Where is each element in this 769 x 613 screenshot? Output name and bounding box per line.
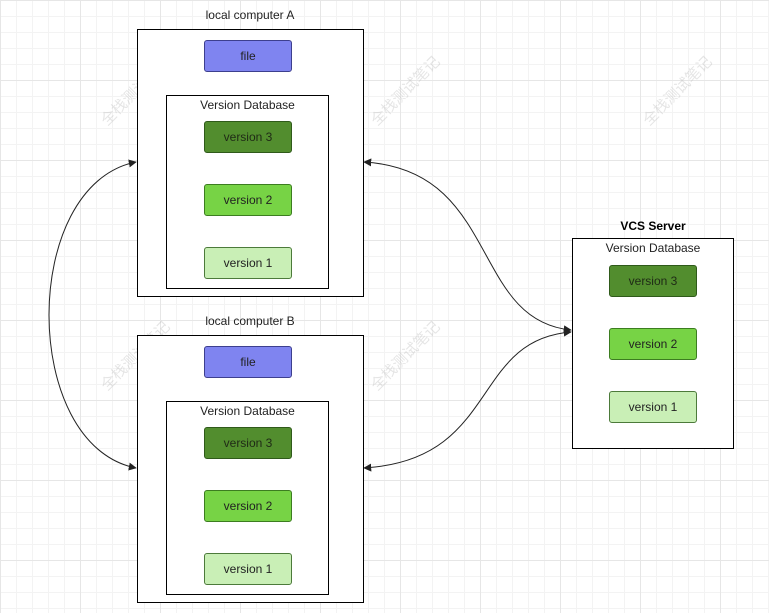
server-db-title: Version Database (605, 241, 701, 255)
computer-a-version-2: version 2 (204, 184, 292, 216)
computer-a-version-3: version 3 (204, 121, 292, 153)
watermark-text: 全栈测试笔记 (367, 317, 444, 395)
computer-b-version-3: version 3 (204, 427, 292, 459)
computer-a-db-title: Version Database (200, 98, 295, 112)
computer-b-version-1: version 1 (204, 553, 292, 585)
server-version-2: version 2 (609, 328, 697, 360)
computer-a-file-node: file (204, 40, 292, 72)
arrow-computer-a-to-computer-b (48, 159, 137, 471)
watermark-text: 全栈测试笔记 (639, 52, 716, 130)
computer-b-file-node: file (204, 346, 292, 378)
computer-b-db-title: Version Database (200, 404, 295, 418)
computer-a-version-1: version 1 (204, 247, 292, 279)
computer-b-version-2: version 2 (204, 490, 292, 522)
computer-a-label: local computer A (205, 8, 295, 22)
arrow-computer-a-to-server (363, 158, 572, 334)
server-version-3: version 3 (609, 265, 697, 297)
server-label: VCS Server (620, 219, 686, 233)
server-version-1: version 1 (609, 391, 697, 423)
computer-b-label: local computer B (205, 314, 295, 328)
watermark-text: 全栈测试笔记 (367, 52, 444, 130)
